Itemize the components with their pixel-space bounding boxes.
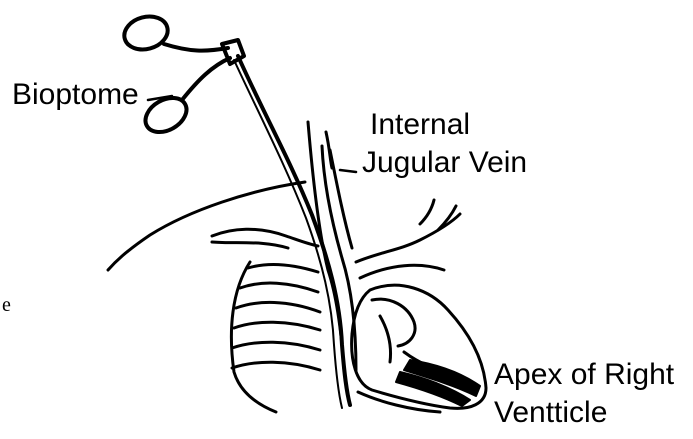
label-pointers bbox=[148, 96, 356, 172]
label-apex-line2: Ventticle bbox=[494, 396, 607, 429]
rib-1 bbox=[248, 265, 318, 272]
rib-2 bbox=[240, 283, 318, 292]
label-apex-line1: Apex of Right bbox=[494, 358, 674, 391]
heart-lower bbox=[358, 392, 440, 412]
bioptome-lower-arm bbox=[182, 58, 230, 100]
label-bioptome: Bioptome bbox=[12, 78, 139, 111]
rib-6 bbox=[232, 362, 320, 370]
bioptome-shaft-inner bbox=[234, 60, 342, 408]
label-edge-fragment: e bbox=[2, 294, 11, 317]
neck-right-edge bbox=[330, 150, 352, 248]
jugular-pointer bbox=[340, 170, 356, 172]
rib-3 bbox=[236, 302, 320, 312]
bioptome-upper-ring bbox=[121, 12, 172, 54]
clavicle-lower bbox=[212, 242, 288, 248]
label-internal-jugular-vein-line1: Internal bbox=[370, 108, 470, 141]
head-contour bbox=[108, 182, 305, 270]
label-internal-jugular-vein-line2: Jugular Vein bbox=[362, 146, 527, 179]
bioptome-upper-arm bbox=[164, 44, 228, 51]
rib-cage bbox=[231, 262, 320, 412]
right-atrium bbox=[372, 299, 415, 346]
heart-inner-curve bbox=[380, 316, 391, 362]
heart bbox=[352, 285, 486, 412]
vessel-arch bbox=[360, 265, 444, 278]
vessel-branch-2 bbox=[420, 200, 434, 224]
rib-5 bbox=[232, 342, 320, 350]
great-vessels bbox=[356, 200, 460, 278]
rib-4 bbox=[234, 322, 320, 330]
